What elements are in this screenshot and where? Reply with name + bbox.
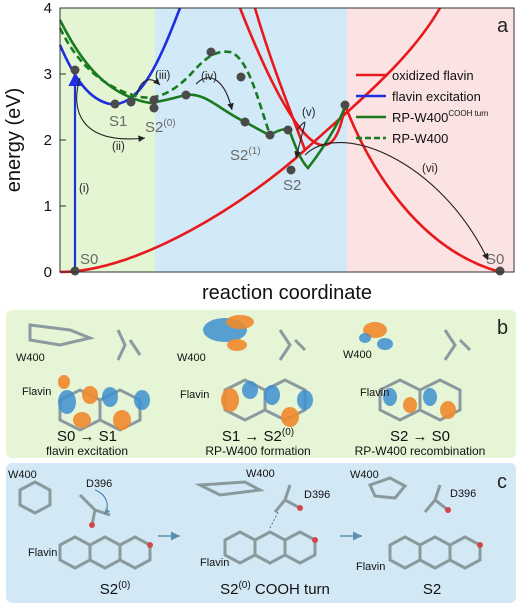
label-s1: S1 [109, 113, 127, 130]
panel-b-orbitals: b W400 Flavin S0 → S1 flavin excitatio [6, 310, 516, 458]
region-pink [347, 8, 514, 272]
legend-label: RP-W400COOH turn [392, 109, 488, 125]
panel-letter-c: c [497, 471, 507, 493]
label-s0-left: S0 [80, 251, 98, 268]
legend-label: flavin excitation [392, 89, 481, 104]
svg-text:D396: D396 [450, 488, 476, 500]
orbital-s2-s0: W400 Flavin S2 → S0 RP-W400 recombinatio… [343, 322, 485, 458]
panel-letter-b: b [497, 317, 508, 339]
orbital-lobes [58, 375, 150, 430]
step-arrows [76, 77, 489, 261]
panel-letter-a: a [497, 15, 509, 37]
label-s0-right: S0 [486, 251, 504, 268]
legend: oxidized flavin flavin excitationRP-W400C… [356, 68, 488, 146]
svg-text:(v): (v) [302, 107, 316, 119]
svg-text:(vi): (vi) [422, 163, 438, 175]
panel-a-energy-diagram: S0 S1 S2(0) S2(1) S2 S0 (i) (ii) (iii) (… [3, 0, 515, 304]
orbital-s1-s2: W400 Flavin S1 → S2(0) RP-W400 formation [177, 315, 313, 458]
transition-label: S0 → S1 [57, 428, 117, 445]
transition-subtitle: flavin excitation [46, 444, 128, 458]
y-tick-label: 0 [44, 264, 52, 281]
legend-label: oxidized flavin [392, 68, 474, 83]
svg-text:W400: W400 [343, 349, 372, 361]
region-blue [155, 8, 347, 272]
transition-label: S1 → S2(0) [222, 427, 294, 445]
structure-s2-0-cooh-turn: W400 D396 Flavin S2(0) COOH turn [194, 468, 330, 598]
structure-caption: S2(0) COOH turn [220, 580, 330, 598]
curve-rp-w400-cooh-turn [58, 19, 347, 170]
svg-text:(i): (i) [79, 183, 89, 195]
structure-caption: S2(0) [100, 580, 131, 598]
y-axis-ticks: 0 1 2 3 4 [44, 0, 66, 281]
label-s2: S2 [283, 177, 301, 194]
svg-text:W400: W400 [177, 352, 206, 364]
svg-text:(iv): (iv) [201, 71, 217, 83]
svg-text:W400: W400 [350, 469, 379, 481]
curve-rp-w400 [58, 27, 272, 136]
x-axis-label: reaction coordinate [202, 282, 372, 304]
svg-text:W400: W400 [246, 468, 275, 480]
curve-oxidized-flavin-right [238, 7, 501, 274]
y-axis-label: energy (eV) [3, 88, 25, 193]
state-labels: S0 S1 S2(0) S2(1) S2 S0 [80, 113, 504, 268]
label-s2-0: S2(0) [145, 118, 176, 136]
transition-subtitle: RP-W400 recombination [355, 444, 486, 458]
label-s2-1: S2(1) [230, 146, 261, 164]
y-tick-label: 2 [44, 132, 52, 149]
svg-text:Flavin: Flavin [200, 557, 229, 569]
panel-c-structures: c W400 D396 Flavin S2(0) [6, 463, 516, 603]
svg-text:D396: D396 [86, 478, 112, 490]
step-labels: (i) (ii) (iii) (iv) (v) (vi) [79, 70, 438, 195]
svg-text:W400: W400 [8, 469, 37, 481]
svg-text:Flavin: Flavin [28, 547, 57, 559]
y-tick-label: 1 [44, 198, 52, 215]
svg-text:(iii): (iii) [155, 70, 170, 82]
structure-caption: S2 [423, 581, 441, 598]
transition-label: S2 → S0 [390, 428, 450, 445]
svg-text:Flavin: Flavin [180, 389, 209, 401]
state-markers [70, 47, 505, 276]
svg-text:Flavin: Flavin [22, 386, 51, 398]
svg-text:Flavin: Flavin [360, 387, 389, 399]
legend-label: RP-W400 [392, 131, 448, 146]
orbital-s0-s1: W400 Flavin S0 → S1 flavin excitation [16, 323, 150, 458]
structure-s2-0: W400 D396 Flavin S2(0) [8, 469, 153, 598]
svg-text:D396: D396 [304, 489, 330, 501]
curve-oxidized-flavin [59, 7, 442, 274]
y-tick-label: 3 [44, 66, 52, 83]
svg-text:(ii): (ii) [112, 141, 125, 153]
y-tick-label: 4 [44, 0, 52, 17]
structure-s2: W400 D396 Flavin S2 [350, 469, 483, 598]
transition-subtitle: RP-W400 formation [205, 444, 310, 458]
svg-text:Flavin: Flavin [356, 561, 385, 573]
svg-text:W400: W400 [16, 352, 45, 364]
